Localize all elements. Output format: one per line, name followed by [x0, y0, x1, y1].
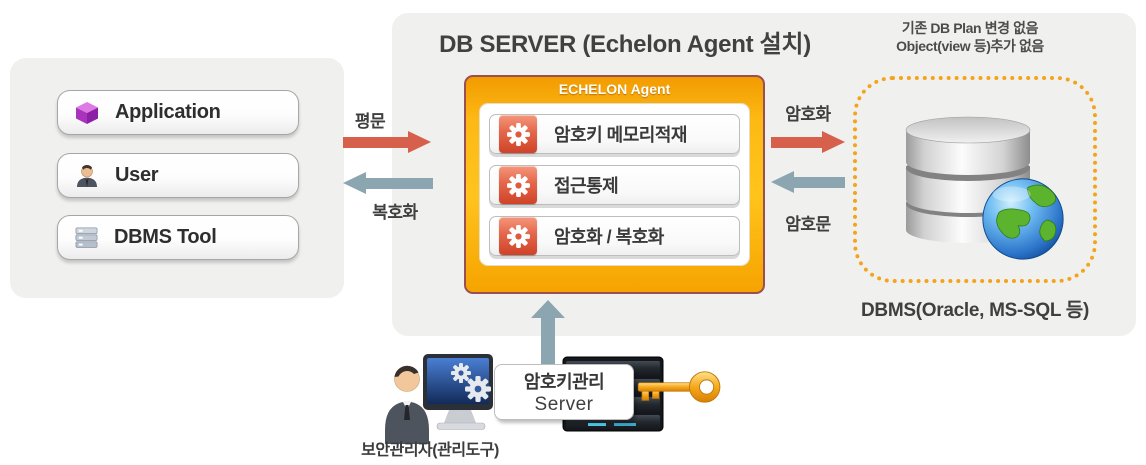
dbms-note-line2: Object(view 등)추가 없음	[896, 38, 1044, 54]
client-label: User	[115, 164, 159, 186]
decrypt-flow-arrow	[343, 172, 433, 194]
dbms-label: DBMS(Oracle, MS-SQL 등)	[860, 300, 1089, 321]
agent-module-access-control: 접근통제	[489, 165, 740, 205]
client-item-user: User	[57, 153, 299, 198]
encrypt-flow-arrow	[771, 131, 845, 153]
admin-workstation-icon	[385, 354, 493, 444]
client-label: Application	[115, 101, 221, 123]
agent-module-key-memory: 암호키 메모리적재	[489, 114, 740, 154]
key-server-line1: 암호키관리	[523, 372, 605, 392]
user-icon	[77, 164, 97, 187]
dbms-note: 기존 DB Plan 변경 없음 Object(view 등)추가 없음	[845, 19, 1095, 55]
client-item-application: Application	[57, 90, 299, 135]
encrypt-label: 암호화	[785, 105, 831, 124]
module-label: 암호화 / 복호화	[554, 227, 664, 247]
module-label: 접근통제	[554, 176, 619, 196]
agent-module-list: 암호키 메모리적재 접근통제	[479, 103, 750, 266]
dbms-dotted-boundary	[853, 76, 1097, 283]
echelon-agent-box: ECHELON Agent 암호키 메모리적재	[464, 75, 765, 294]
key-icon	[637, 371, 721, 403]
globe-icon	[982, 178, 1064, 260]
gear-icon	[499, 115, 537, 153]
cube-icon	[76, 101, 98, 124]
db-server-title: DB SERVER (Echelon Agent 설치)	[439, 31, 811, 58]
plaintext-label: 평문	[354, 112, 386, 131]
dbms-note-line1: 기존 DB Plan 변경 없음	[901, 20, 1039, 36]
echelon-agent-header: ECHELON Agent	[558, 81, 671, 97]
clients-panel: Application User DBMS Tool	[10, 58, 344, 298]
module-label: 암호키 메모리적재	[554, 125, 687, 145]
decrypt-label: 복호화	[372, 203, 418, 222]
client-item-dbms-tool: DBMS Tool	[57, 215, 299, 260]
keyserver-to-agent-arrow	[531, 300, 565, 366]
screen-gears-icon	[451, 363, 491, 402]
plaintext-flow-arrow	[343, 131, 431, 153]
ciphertext-label: 암호문	[785, 215, 831, 234]
ciphertext-flow-arrow	[771, 171, 845, 193]
agent-module-encrypt-decrypt: 암호화 / 복호화	[489, 216, 740, 256]
admin-label: 보안관리자(관리도구)	[361, 442, 499, 459]
gear-icon	[499, 166, 537, 204]
key-server-box: 암호키관리 Server	[494, 364, 634, 420]
key-server-line2: Server	[534, 394, 594, 415]
gear-icon	[499, 217, 537, 255]
server-stack-icon	[75, 227, 98, 248]
client-label: DBMS Tool	[114, 226, 217, 248]
